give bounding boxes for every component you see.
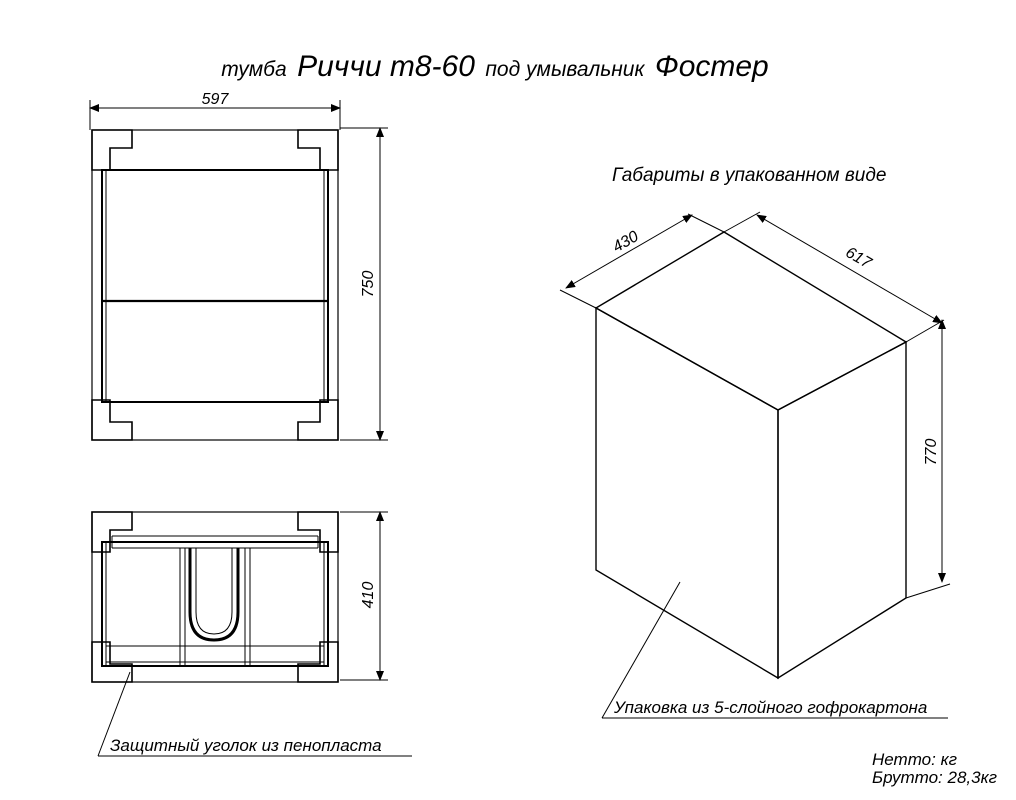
foam-corner-bottom-left [91, 399, 133, 441]
foam-corner-bottom-right [297, 641, 339, 683]
title-prefix: тумба [221, 58, 286, 81]
package-box-view: Габариты в упакованном виде 430 617 770 … [559, 165, 951, 719]
foam-corner-bottom-left [91, 641, 133, 683]
foam-corner-top-left [91, 129, 133, 171]
front-view: 597 750 [89, 91, 388, 441]
weights-block: Нетто: кг Брутто: 28,3кг [872, 750, 997, 787]
package-height-dim: 770 [923, 439, 940, 466]
box-side-face [777, 340, 907, 680]
top-view: 410 Защитный уголок из пенопласта [91, 511, 412, 757]
front-height-dim: 750 [360, 271, 377, 298]
front-width-dim: 597 [202, 91, 230, 108]
title-middle: под умывальник [485, 58, 645, 81]
package-material-label: Упаковка из 5-слойного гофрокартона [613, 698, 927, 717]
drawing-title: тумба Риччи т8-60 под умывальник Фостер [221, 50, 769, 83]
top-depth-dim: 410 [360, 582, 377, 609]
title-suffix: Фостер [655, 50, 769, 83]
box-front-face [595, 306, 779, 680]
gross-weight: Брутто: 28,3кг [872, 768, 997, 787]
foam-corner-bottom-right [297, 399, 339, 441]
foam-corner-top-left [91, 511, 133, 553]
title-model: Риччи т8-60 [297, 50, 475, 83]
foam-corner-top-right [297, 511, 339, 553]
foam-corner-top-right [297, 129, 339, 171]
package-depth-dim: 430 [610, 228, 642, 256]
foam-corner-label: Защитный уголок из пенопласта [110, 736, 382, 755]
package-caption: Габариты в упакованном виде [612, 165, 886, 186]
package-width-dim: 617 [842, 244, 875, 273]
net-weight: Нетто: кг [872, 750, 957, 769]
